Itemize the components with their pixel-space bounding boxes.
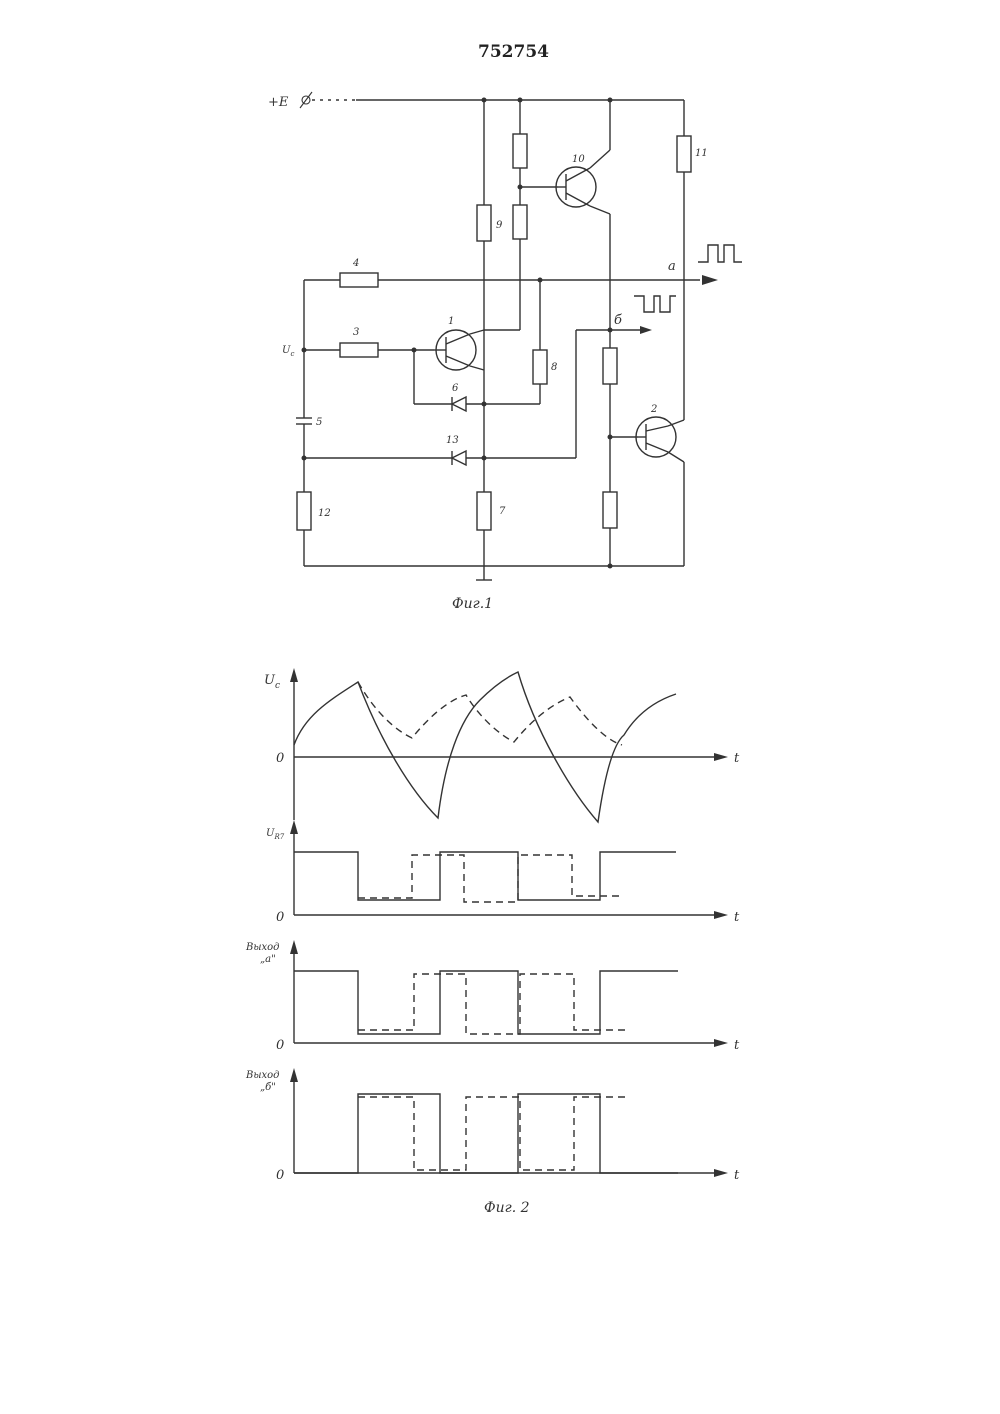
diode-13: [452, 451, 466, 465]
output-a-label: a: [668, 259, 676, 274]
pulse-icon-b: [634, 296, 676, 312]
svg-text:t: t: [734, 910, 740, 925]
output-a-dashed-trace: [358, 974, 628, 1034]
svg-text:0: 0: [276, 910, 284, 925]
fig1-caption: Фиг.1: [452, 596, 493, 612]
patent-number: 752754: [478, 42, 549, 62]
output-b-dashed-trace: [358, 1097, 628, 1170]
label-7: 7: [499, 506, 506, 517]
label-8: 8: [551, 362, 557, 373]
ylabel-output-a: Выход„a": [245, 942, 280, 965]
output-b-solid-trace: [294, 1094, 678, 1173]
panel-uc: Uc 0 t: [264, 668, 740, 822]
input-label: Uc: [282, 345, 294, 358]
fig2-caption: Фиг. 2: [484, 1200, 530, 1216]
xlabel-t: t: [734, 751, 740, 766]
uc-solid-trace: [294, 672, 676, 822]
resistor-3: [340, 343, 378, 357]
label-4: 4: [352, 258, 359, 269]
ur7-dashed-trace: [358, 855, 624, 902]
resistor-base-lower: [603, 492, 617, 528]
ylabel-ur7: UR7: [266, 828, 285, 841]
resistor-divider-lower: [513, 205, 527, 239]
resistor-divider-upper: [513, 134, 527, 168]
circuit-schematic: +E 9 7 10: [268, 92, 742, 612]
panel-output-b: Выход„б" 0 t: [245, 1068, 740, 1183]
zero-label: 0: [276, 751, 284, 766]
diode-6: [452, 397, 466, 411]
ur7-solid-trace: [294, 852, 676, 900]
svg-text:t: t: [734, 1038, 740, 1053]
label-2: 2: [650, 404, 657, 415]
label-9: 9: [496, 220, 503, 231]
resistor-base-upper: [603, 348, 617, 384]
label-10: 10: [572, 154, 585, 165]
resistor-7: [477, 492, 491, 530]
output-b-label: б: [614, 313, 622, 328]
supply-label: +E: [268, 95, 289, 110]
output-a-solid-trace: [294, 971, 678, 1034]
resistor-12: [297, 492, 311, 530]
pulse-icon-a: [698, 245, 742, 262]
panel-output-a: Выход„a" 0 t: [245, 940, 740, 1053]
label-12: 12: [318, 508, 331, 519]
resistor-8: [533, 350, 547, 384]
panel-ur7: UR7 0 t: [266, 820, 740, 925]
resistor-4: [340, 273, 378, 287]
label-3: 3: [353, 327, 359, 338]
label-13: 13: [446, 435, 459, 446]
svg-text:t: t: [734, 1168, 740, 1183]
timing-diagrams: Uc 0 t UR7 0 t Выход„a" 0 t: [245, 668, 740, 1216]
resistor-9: [477, 205, 491, 241]
ylabel-output-b: Выход„б": [245, 1070, 280, 1093]
label-6: 6: [452, 383, 459, 394]
label-5: 5: [316, 417, 322, 428]
svg-text:0: 0: [276, 1038, 284, 1053]
resistor-11: [677, 136, 691, 172]
svg-text:0: 0: [276, 1168, 284, 1183]
label-1: 1: [448, 316, 454, 327]
label-11: 11: [695, 148, 708, 159]
ylabel-uc: Uc: [264, 673, 280, 691]
